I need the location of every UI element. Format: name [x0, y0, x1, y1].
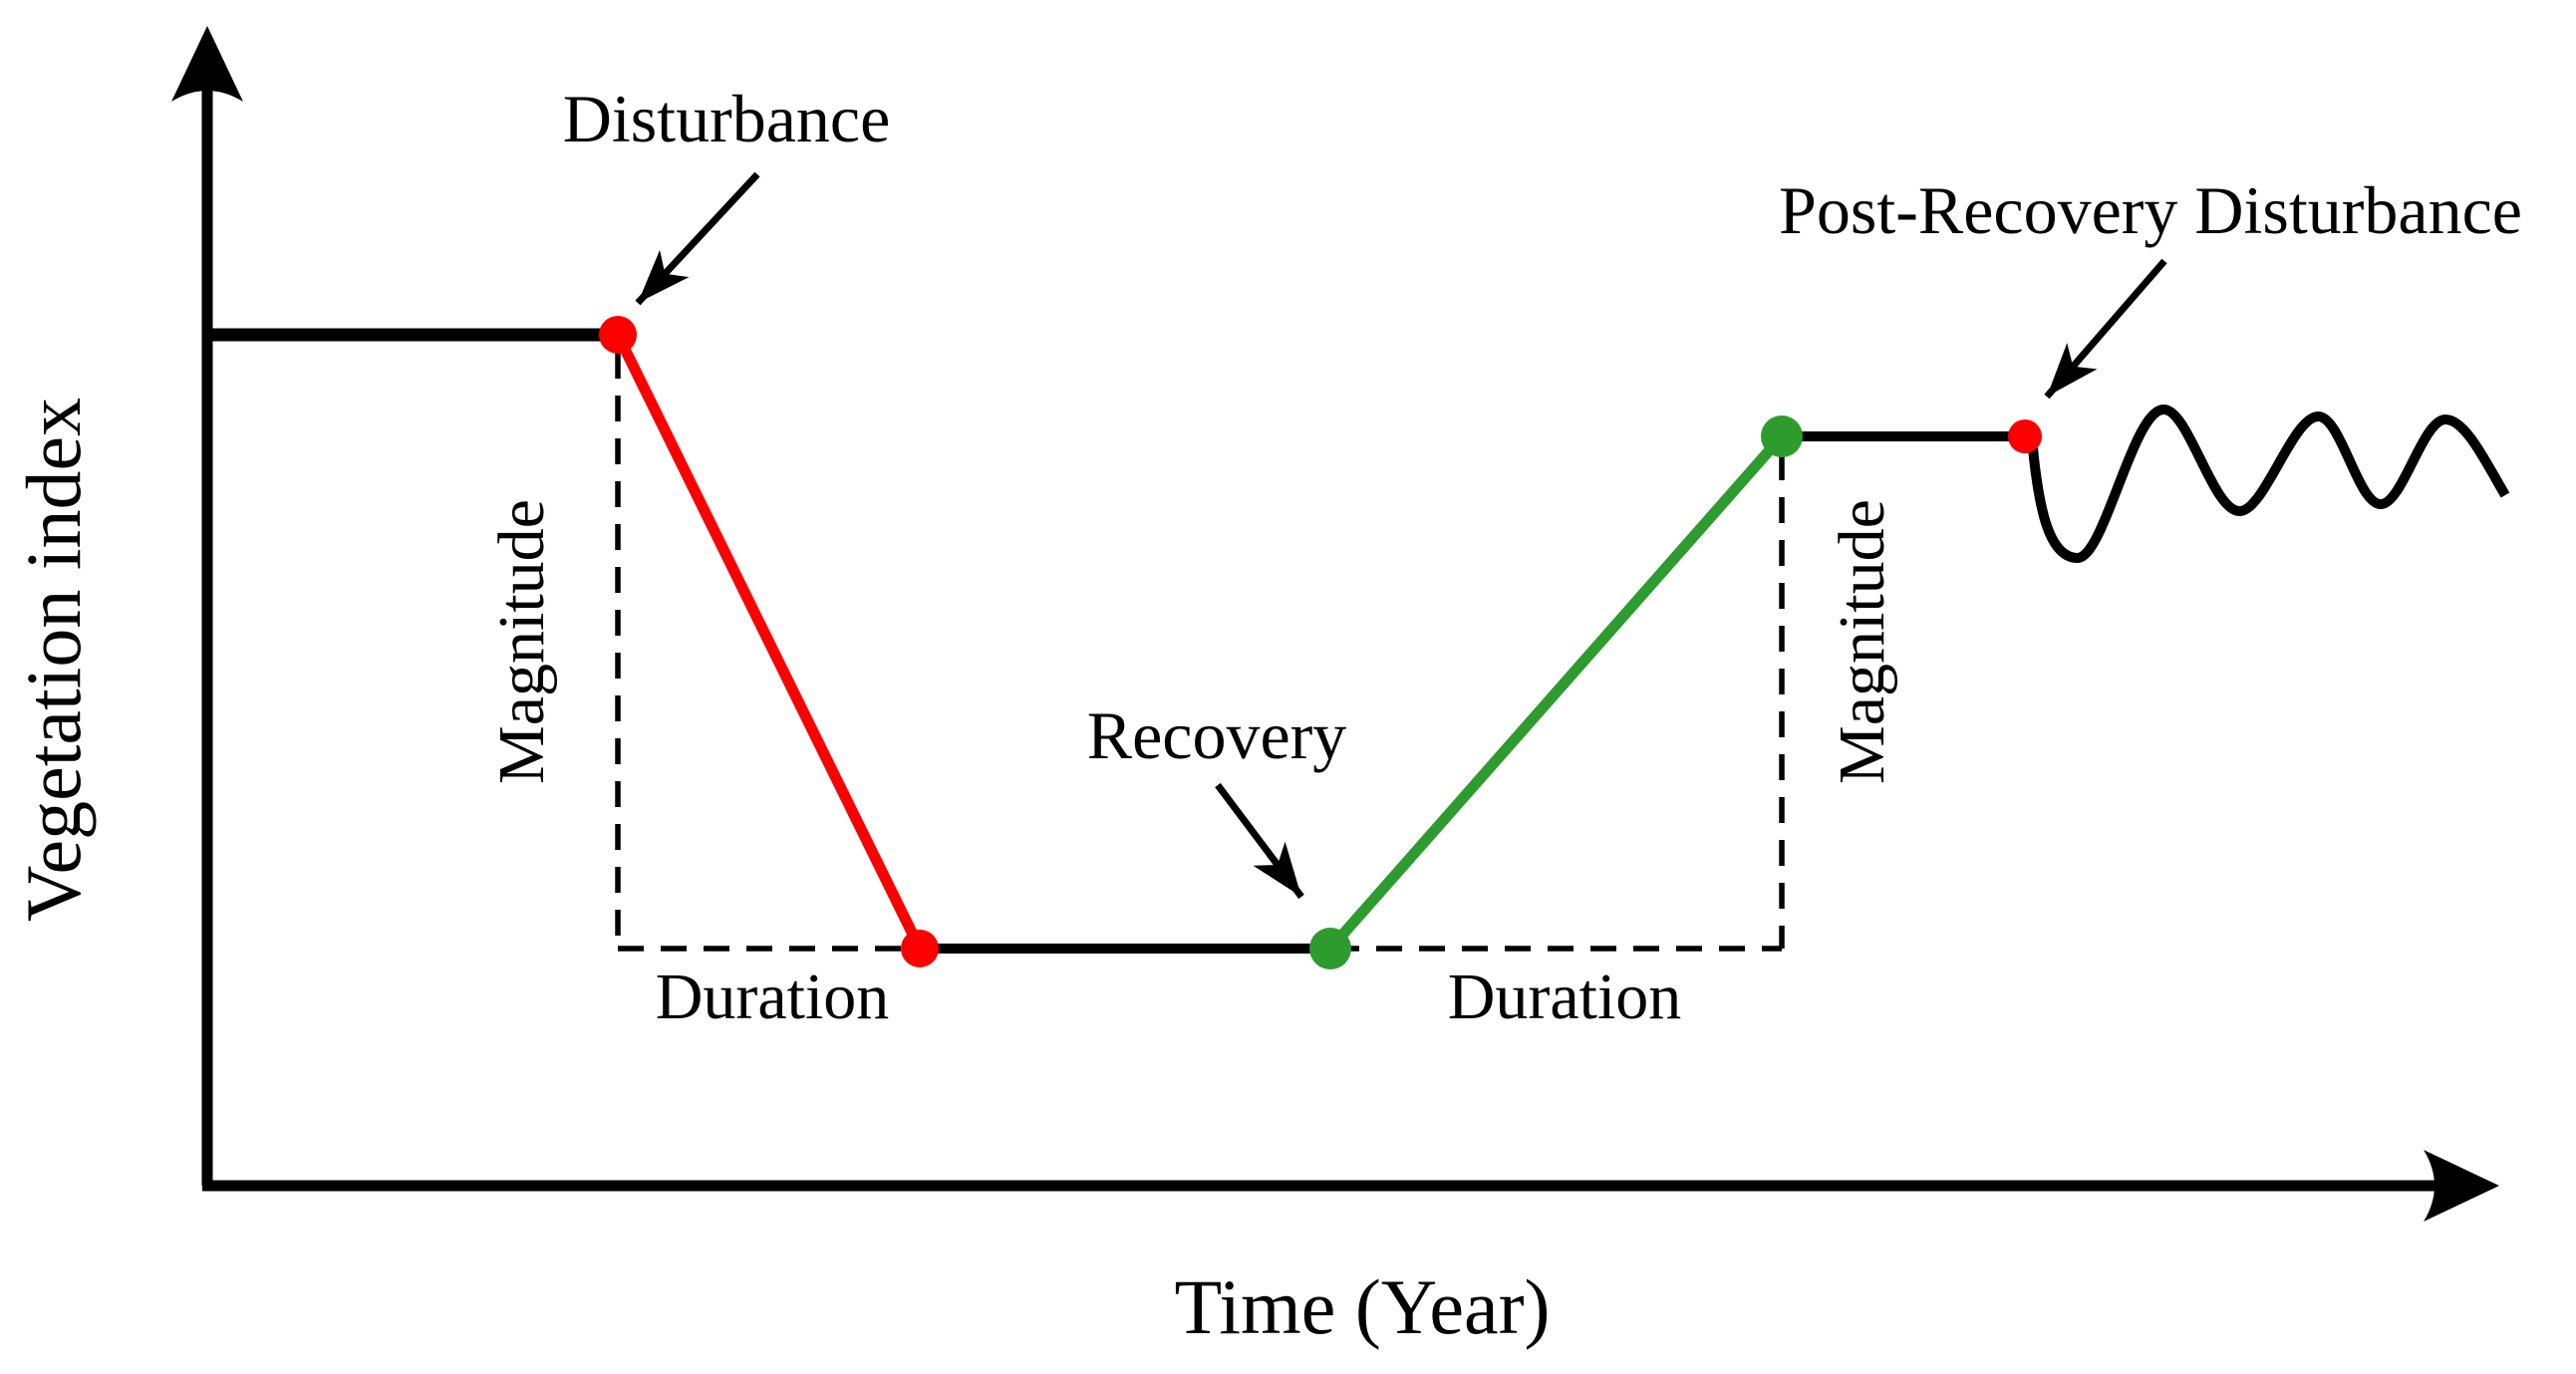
disturbance-label: Disturbance: [563, 81, 891, 156]
recovery-start-dot: [1309, 928, 1351, 969]
x-axis-arrowhead-icon: [2424, 1150, 2499, 1222]
duration-label-disturbance: Duration: [656, 961, 890, 1033]
recovery-arrow-icon: [1215, 782, 1304, 900]
post-recovery-arrow-icon: [2044, 258, 2167, 400]
y-axis-label: Vegetation index: [10, 398, 97, 922]
disturbance-arrow-icon: [635, 171, 760, 306]
recovery-rise-line: [1325, 432, 1787, 953]
disturbance-start-dot: [599, 316, 637, 354]
magnitude-label-recovery: Magnitude: [1826, 499, 1898, 784]
disturbance-end-dot: [901, 930, 939, 967]
x-axis-label: Time (Year): [1174, 1263, 1550, 1350]
magnitude-label-disturbance: Magnitude: [485, 499, 558, 784]
post-recovery-fluctuation-wave: [2028, 405, 2510, 564]
recovery-label: Recovery: [1087, 697, 1347, 773]
disturbance-decline-line: [613, 332, 925, 952]
post-recovery-disturbance-label: Post-Recovery Disturbance: [1779, 172, 2522, 248]
duration-label-recovery: Duration: [1448, 961, 1682, 1033]
recovery-end-dot: [1761, 415, 1803, 457]
y-axis-arrowhead-icon: [171, 26, 243, 102]
post-recovery-disturbance-dot: [2008, 419, 2042, 453]
